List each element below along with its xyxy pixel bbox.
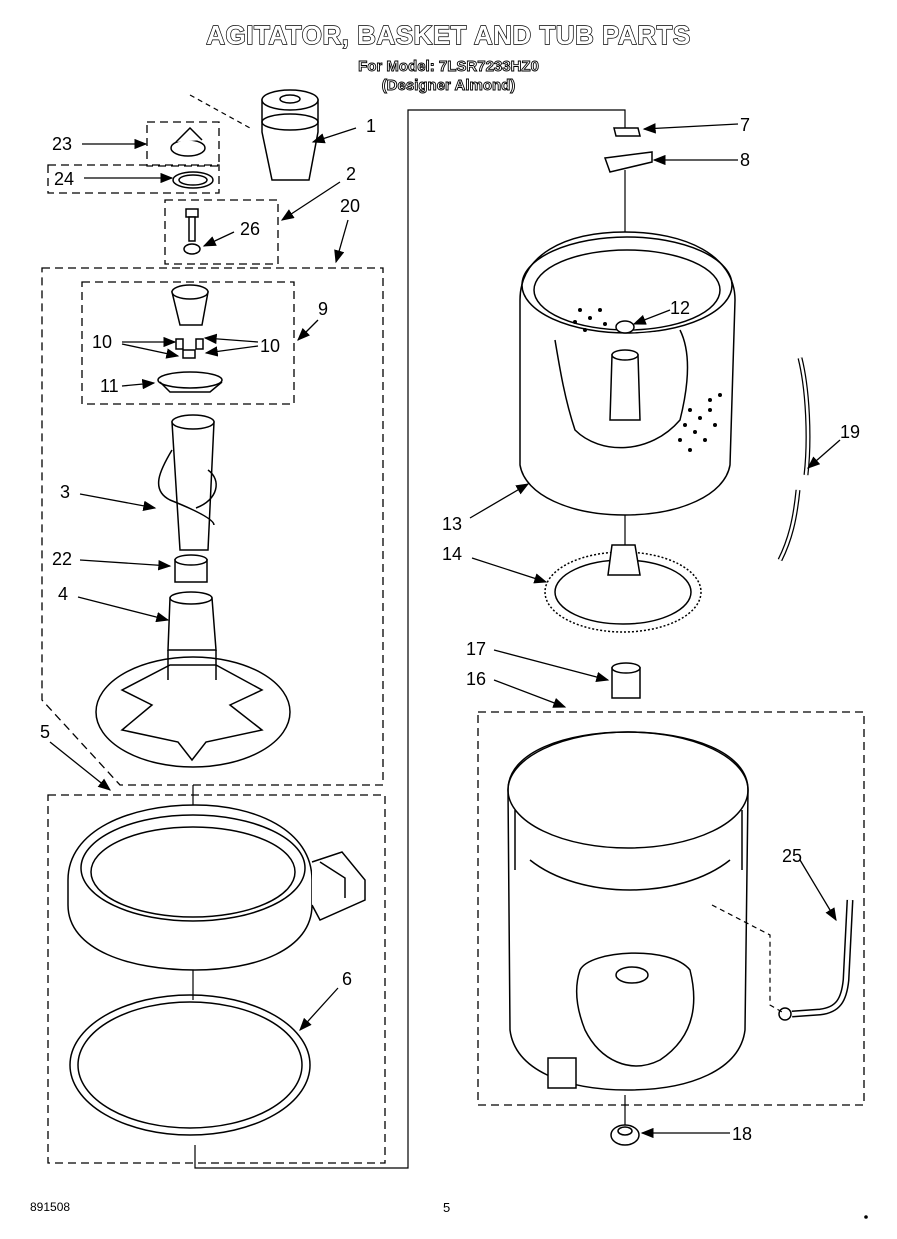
group-box-5-6 [47,794,386,1164]
corner-mark [864,1215,868,1219]
leader-6 [299,987,339,1031]
leader-3 [79,493,157,511]
part-16-outer-tub [507,731,749,1091]
group-box-26 [164,199,279,265]
leader-26 [202,231,235,247]
part-6-ring-seal [69,994,311,1136]
leader-5 [49,741,112,791]
leader-20 [334,219,349,264]
callout-2: 2 [346,164,356,184]
part-4-agitator-base [95,591,291,768]
callout-4: 4 [58,584,68,604]
callout-10-right: 10 [260,336,280,356]
part-11-cam [157,371,223,389]
callout-1: 1 [366,116,376,136]
callout-26: 26 [240,219,260,239]
group-box-20 [41,267,384,786]
callout-24: 24 [54,169,74,189]
leader-25 [799,859,837,922]
part-1-dispenser-cup [261,89,319,181]
group-box-24 [47,164,220,194]
page-number: 5 [443,1200,451,1215]
part-18-nut [610,1124,640,1146]
leader-22 [79,559,172,571]
callout-25: 25 [782,846,802,866]
part-7-clip [613,127,641,137]
part-12-nut [615,320,635,334]
callout-9: 9 [318,299,328,319]
part-23-cap [170,126,206,157]
callout-22: 22 [52,549,72,569]
leader-17 [493,649,610,683]
leader-14 [471,557,548,584]
document-number: 891508 [30,1200,71,1214]
leader-2 [280,181,341,221]
part-26-bolt [183,208,201,255]
part-22-coupler [174,554,208,583]
group-box-9 [81,281,295,405]
callout-11: 11 [100,376,119,396]
callout-7: 7 [740,115,750,135]
callout-18: 18 [732,1124,752,1144]
callout-16: 16 [466,669,486,689]
part-5-tub-ring [67,804,366,971]
part-3-agitator-barrel [157,414,217,551]
callout-23: 23 [52,134,72,154]
callout-6: 6 [342,969,352,989]
leader-11 [121,378,156,390]
leader-10a-2 [121,343,180,359]
leader-13 [469,483,530,519]
leader-10b-2 [204,345,259,357]
basket-holes [573,308,722,452]
callout-12: 12 [670,298,690,318]
leader-9 [297,319,319,341]
callout-14: 14 [442,544,462,564]
callout-10-left: 10 [92,332,112,352]
callout-19: 19 [840,422,860,442]
part-17-nut [611,662,641,699]
part-9-cam-assembly [157,284,223,393]
leader-16 [493,679,567,708]
callout-5: 5 [40,722,50,742]
part-19-tube [777,357,811,562]
callout-20: 20 [340,196,360,216]
part-13-basket [519,231,736,516]
leader-7 [642,123,739,134]
callout-3: 3 [60,482,70,502]
part-8-bracket [603,151,653,173]
leader-1 [311,127,357,144]
leader-4 [77,596,170,623]
page-title: AGITATOR, BASKET AND TUB PARTS [206,19,691,50]
part-25-hose [711,899,854,1021]
leader-12 [632,309,671,325]
callout-13: 13 [442,514,462,534]
leader-19 [807,439,841,469]
part-14-hub [544,544,702,633]
model-line: For Model: 7LSR7233HZ0 [358,58,540,76]
leader-10b-1 [203,333,259,345]
color-line: (Designer Almond) [381,77,516,95]
callout-8: 8 [740,150,750,170]
callout-17: 17 [466,639,486,659]
assembly-connector-line [194,109,626,1169]
